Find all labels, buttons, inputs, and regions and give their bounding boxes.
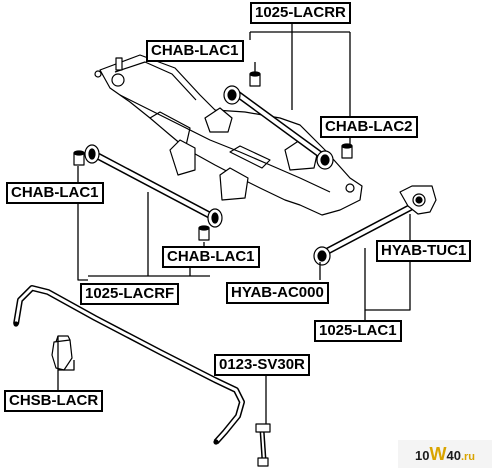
stabilizer-link [255, 423, 271, 467]
lower-front-arm [84, 144, 223, 228]
watermark-logo: 10W40.ru [398, 440, 492, 468]
upper-rear-arm [223, 85, 334, 170]
label-0123-sv30r: 0123-SV30R [214, 354, 310, 376]
leader-lines [57, 20, 411, 424]
label-1025-lacrr: 1025-LACRR [250, 2, 351, 24]
label-hyab-tuc1: HYAB-TUC1 [376, 240, 472, 262]
label-1025-lac1: 1025-LAC1 [314, 320, 402, 342]
label-chab-lac1-mid: CHAB-LAC1 [162, 246, 260, 268]
bushing-chab-lac1-top [249, 71, 261, 87]
label-chab-lac1-left: CHAB-LAC1 [6, 182, 104, 204]
bushing-chab-lac1-mid [198, 225, 210, 241]
label-chab-lac2: CHAB-LAC2 [320, 116, 418, 138]
bushing-chab-lac2 [341, 143, 353, 159]
lateral-arm [313, 185, 437, 266]
stabilizer-bushing [51, 335, 73, 371]
label-chab-lac1-top: CHAB-LAC1 [146, 40, 244, 62]
stabilizer-bar [13, 285, 245, 445]
label-hyab-ac000: HYAB-AC000 [226, 282, 329, 304]
label-chsb-lacr: CHSB-LACR [4, 390, 104, 412]
bushing-chab-lac1-left [73, 150, 85, 166]
label-1025-lacrf: 1025-LACRF [80, 283, 180, 305]
